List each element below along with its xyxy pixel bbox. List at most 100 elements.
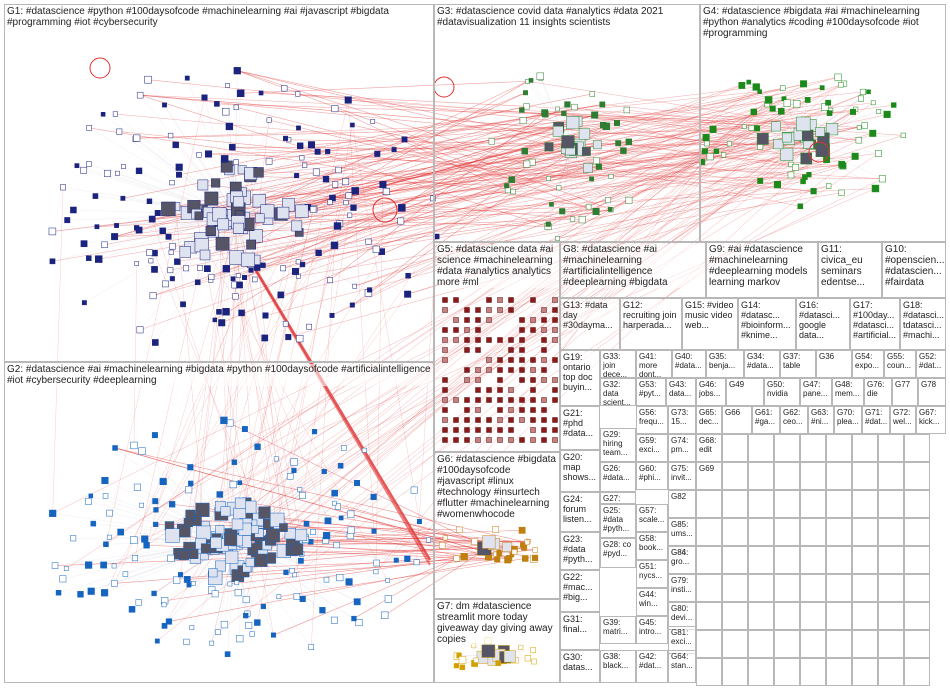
graph-node	[605, 197, 612, 204]
graph-node	[289, 567, 295, 574]
graph-node	[850, 108, 856, 115]
graph-node	[810, 188, 817, 195]
graph-node	[857, 95, 864, 102]
graph-edge	[234, 214, 370, 291]
graph-node	[229, 143, 236, 151]
group-panel-g36: G36	[816, 350, 852, 378]
graph-edge	[136, 111, 854, 139]
group-panel-g44: G44: win...	[636, 588, 668, 616]
graph-node	[779, 85, 786, 91]
graph-edge	[133, 445, 236, 541]
graph-node	[175, 163, 183, 171]
group-label-g4: G4: #datascience #bigdata #ai #machinele…	[703, 6, 945, 39]
graph-edge	[154, 253, 271, 541]
group-panel-g6: G6: #datascience #bigdata #100daysofcode…	[434, 452, 560, 599]
small-group-cell	[748, 434, 774, 462]
graph-node	[139, 502, 144, 508]
small-group-cell	[722, 462, 748, 490]
graph-edge	[557, 99, 808, 239]
graph-node	[792, 100, 801, 108]
graph-edge	[119, 131, 592, 180]
graph-node	[521, 147, 528, 155]
graph-node	[876, 109, 882, 114]
graph-node	[331, 105, 339, 113]
group-label-g15: G15: #video music video web...	[685, 300, 737, 330]
graph-node	[602, 122, 611, 131]
graph-edge	[183, 275, 239, 556]
group-panel-g76: G76: die	[864, 378, 892, 406]
graph-node	[162, 102, 167, 108]
graph-node	[218, 319, 226, 327]
graph-node	[133, 483, 141, 491]
graph-edge	[340, 153, 879, 519]
graph-node	[214, 101, 220, 107]
graph-node	[134, 261, 139, 266]
group-panel-g26: G26: #data...	[600, 462, 636, 492]
small-group-cell	[904, 602, 930, 630]
graph-node	[351, 187, 359, 195]
group-label-g77: G77	[895, 380, 911, 389]
graph-edge	[547, 137, 707, 227]
graph-node	[370, 493, 377, 501]
graph-node	[773, 138, 784, 150]
graph-node	[430, 195, 436, 202]
group-panel-g13: G13: #data day #30dayma...	[560, 298, 620, 350]
graph-node	[104, 169, 111, 177]
graph-node	[152, 498, 159, 505]
graph-edge	[179, 167, 236, 216]
graph-node	[172, 141, 179, 149]
graph-node	[488, 138, 495, 145]
small-group-cell	[774, 462, 800, 490]
graph-node	[372, 245, 380, 253]
graph-node	[338, 515, 344, 521]
graph-node	[578, 216, 586, 224]
graph-edge	[140, 94, 811, 126]
graph-edge	[238, 151, 705, 202]
graph-edge	[236, 257, 276, 519]
graph-node	[292, 572, 298, 578]
group-label-g49: G49	[729, 380, 745, 389]
small-group-cell	[774, 546, 800, 574]
graph-edge	[354, 137, 806, 287]
graph-node	[130, 441, 138, 450]
graph-node	[561, 110, 567, 117]
graph-node	[530, 407, 536, 413]
small-group-cell	[774, 602, 800, 630]
nodes-layer	[48, 57, 906, 671]
graph-node	[583, 163, 593, 173]
graph-node	[63, 566, 69, 571]
graph-node	[508, 387, 514, 393]
graph-edge	[237, 529, 523, 541]
graph-node	[353, 598, 361, 606]
graph-node	[308, 644, 315, 650]
graph-node	[191, 581, 196, 586]
graph-node	[549, 202, 554, 207]
small-group-cell	[722, 518, 748, 546]
graph-node	[176, 171, 182, 178]
graph-node	[135, 599, 142, 606]
graph-edge	[569, 149, 589, 207]
graph-node	[116, 128, 123, 135]
graph-edge	[217, 156, 856, 633]
graph-edge	[88, 163, 236, 216]
group-panel-g14: G14: #datasc... #bioinform... #knime...	[738, 298, 796, 350]
graph-node	[55, 589, 62, 596]
graph-edge	[223, 420, 510, 559]
small-group-cell	[852, 602, 878, 630]
graph-edge	[317, 106, 527, 153]
group-panel-g11: G11: civica_eu seminars edentse...	[818, 242, 882, 298]
graph-edge	[337, 81, 749, 227]
group-label-g63: G63: #ni...	[811, 408, 833, 426]
graph-node	[295, 528, 308, 542]
graph-edge	[506, 137, 787, 186]
group-panel-g63: G63: #ni...	[808, 406, 834, 434]
graph-node	[519, 357, 525, 363]
graph-edge	[551, 149, 571, 205]
graph-edge	[164, 104, 236, 216]
graph-node	[519, 377, 525, 383]
graph-node	[706, 153, 714, 161]
graph-node	[70, 535, 77, 542]
graph-edge	[329, 112, 545, 281]
graph-node	[81, 300, 87, 306]
graph-edge	[562, 149, 571, 212]
